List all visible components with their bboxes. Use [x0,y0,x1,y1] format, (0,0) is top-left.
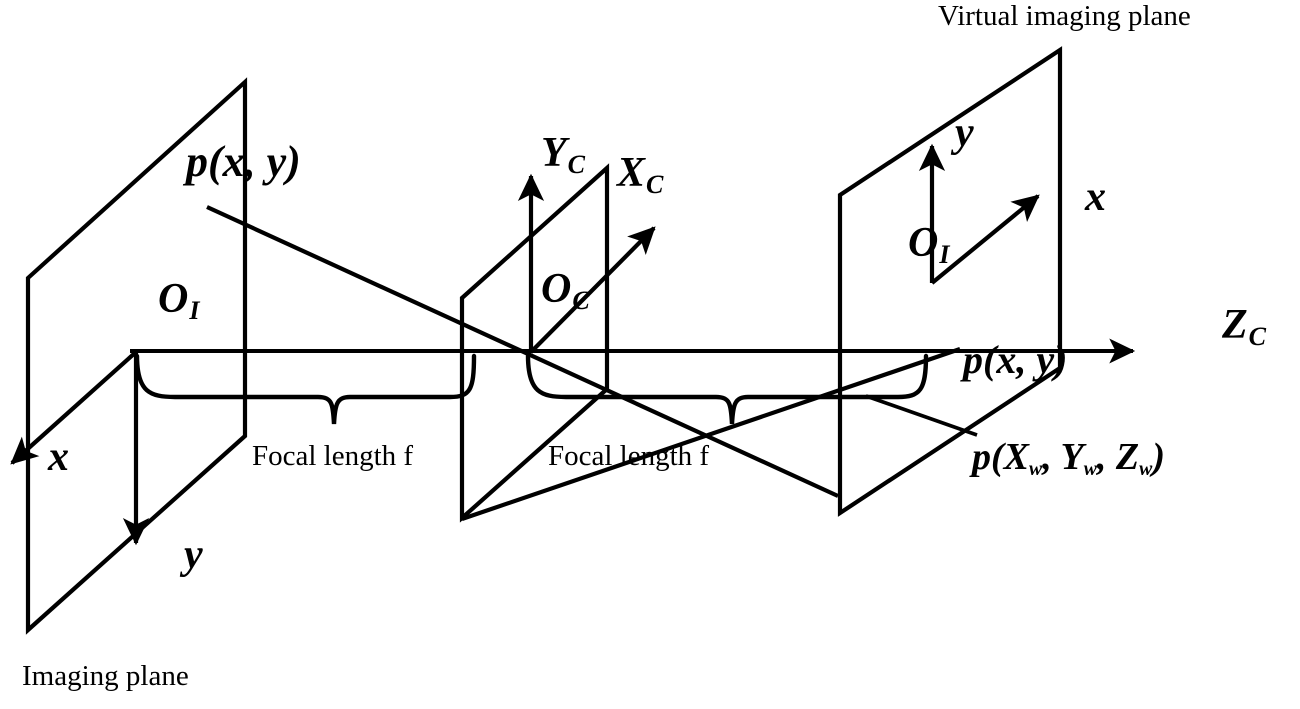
world-point-sep-1: , Y [1042,436,1084,478]
world-point-leader-line [865,394,978,437]
yc-axis-label: YC [541,132,585,178]
camera-origin-subscript: C [572,286,590,316]
x-axis-left-label: x [48,434,69,480]
zc-axis-label: ZC [1222,304,1266,350]
camera-origin-letter: O [541,266,572,312]
xc-axis-arrow [529,226,656,354]
world-point-sub-z: w [1139,457,1153,480]
origin-right-letter: O [908,220,939,266]
xc-axis-subscript: C [646,170,664,200]
zc-axis-subscript: C [1248,322,1267,352]
y-axis-right-label: y [955,110,974,156]
image-point-left-label: p(x, y) [186,137,301,186]
focal-length-brace-right-shape [525,353,929,425]
projection-ray-secondary [461,347,961,521]
origin-left-subscript: I [189,296,200,326]
focal-length-right-caption: Focal length f [548,440,710,472]
yc-axis-letter: Y [541,130,567,176]
world-point-head: p(X [972,436,1029,478]
origin-right-subscript: I [939,240,950,270]
virtual-imaging-plane-caption: Virtual imaging plane [938,0,1191,32]
world-point-sub-y: w [1083,457,1097,480]
yc-axis-subscript: C [567,150,586,180]
projection-ray-primary [206,205,839,498]
world-point-label: p(Xw, Yw, Zw) [972,438,1165,480]
focal-length-left-caption: Focal length f [252,440,414,472]
origin-left-letter: O [158,276,189,322]
x-axis-left-arrow [10,350,138,465]
world-point-sub-x: w [1029,457,1043,480]
zc-axis-letter: Z [1222,302,1248,348]
origin-left-label: OI [158,278,199,324]
x-axis-right-label: x [1085,174,1106,220]
x-axis-right-arrow [930,194,1040,285]
world-point-tail: ) [1152,436,1165,478]
imaging-plane-outline [25,77,248,635]
origin-right-label: OI [908,222,949,268]
image-point-right-label: p(x, y) [963,337,1068,382]
camera-origin-label: OC [541,268,590,314]
virtual-imaging-plane-outline [837,46,1063,517]
y-axis-left-label: y [184,532,203,578]
imaging-plane-caption: Imaging plane [22,660,189,692]
world-point-sep-2: , Z [1096,436,1140,478]
focal-length-brace-left-shape [134,353,477,425]
xc-axis-label: XC [617,152,663,198]
xc-axis-letter: X [617,150,646,196]
